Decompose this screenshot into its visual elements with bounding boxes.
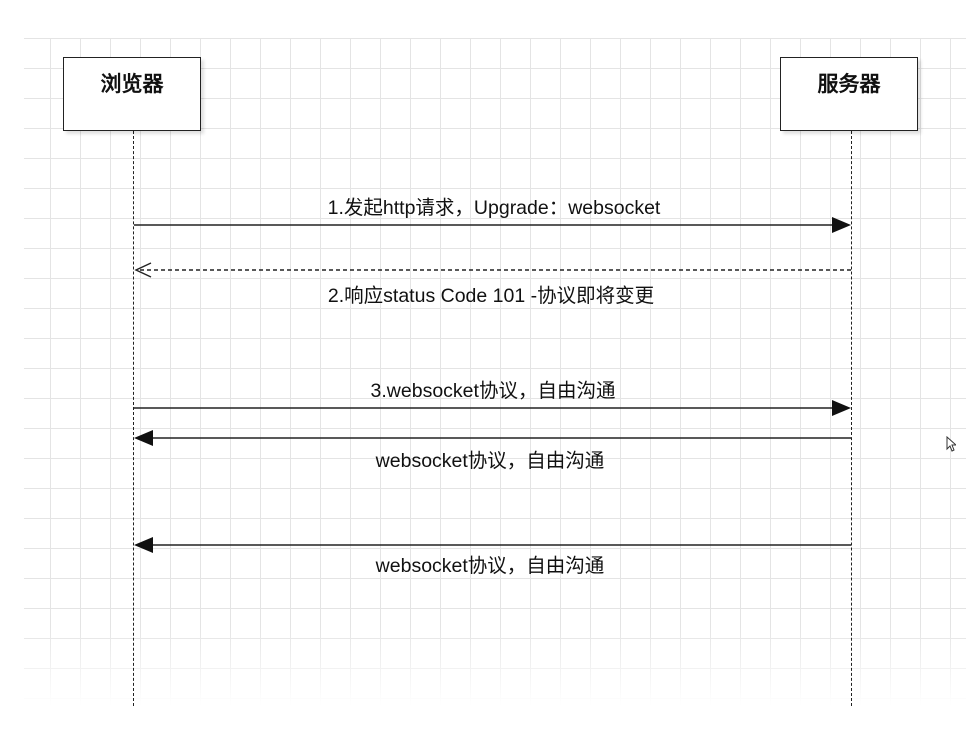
server-lifeline [851, 131, 852, 706]
actor-server-label: 服务器 [817, 72, 881, 96]
actor-server: 服务器 [780, 57, 918, 131]
grid-background [24, 38, 966, 706]
message-label-3: 3.websocket协议，自由沟通 [370, 380, 616, 402]
message-arrow-5 [134, 537, 851, 553]
message-arrow-2 [134, 262, 851, 278]
message-label-2: 2.响应status Code 101 -协议即将变更 [327, 285, 655, 307]
message-label-1: 1.发起http请求，Upgrade：websocket [327, 197, 661, 219]
browser-lifeline [133, 131, 134, 706]
actor-browser-label: 浏览器 [100, 72, 164, 96]
message-label-4: websocket协议，自由沟通 [375, 450, 605, 472]
message-label-5: websocket协议，自由沟通 [375, 555, 605, 577]
message-arrow-4 [134, 430, 851, 446]
actor-browser: 浏览器 [63, 57, 201, 131]
message-arrow-3 [134, 400, 851, 416]
mouse-pointer-icon [946, 436, 956, 452]
message-arrow-1 [134, 217, 851, 233]
